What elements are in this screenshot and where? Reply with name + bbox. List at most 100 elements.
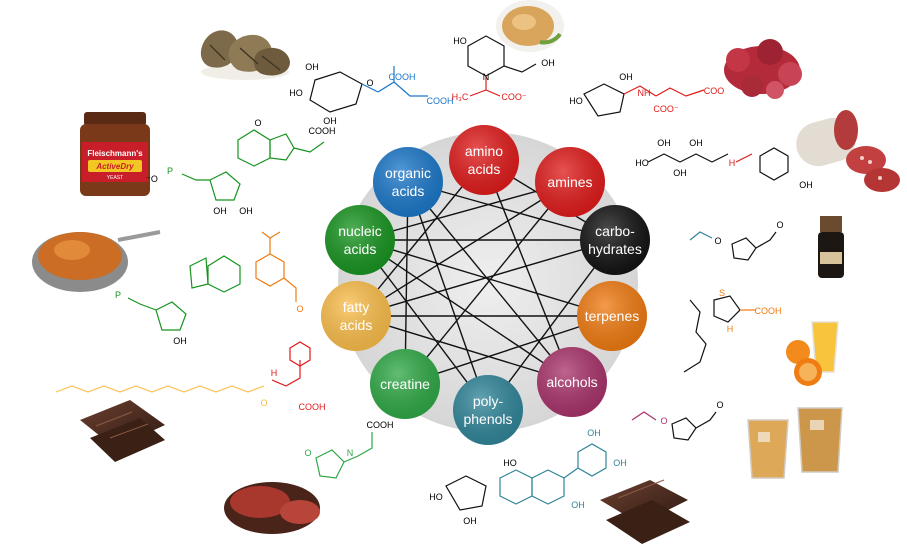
orange-juice-icon [786, 321, 839, 386]
yeast-jar-icon: Fleischmann's ActiveDry YEAST [80, 112, 150, 196]
node-label-organic: acids [392, 183, 425, 199]
edge-polyphenols-organic [407, 181, 489, 411]
structure-glucosyl-malate [309, 66, 428, 113]
node-label-terpenes: terpenes [585, 308, 639, 324]
node-label-fatty: fatty [343, 299, 369, 315]
structure-gluconyl-tyramine [647, 147, 789, 181]
chem-label: H [729, 158, 736, 168]
chem-label: P [115, 290, 121, 300]
structure-furan-acetate [689, 231, 777, 261]
edge-nucleic-alcohols [359, 239, 573, 383]
node-polyphenols: poly-phenols [453, 375, 523, 445]
grilled-steak-icon [224, 482, 320, 534]
chem-label: HO [453, 36, 467, 46]
chem-label: OH [799, 180, 813, 190]
edge-amino-alcohols [483, 159, 573, 383]
chem-label: O [254, 118, 261, 128]
chem-label: HO [635, 158, 649, 168]
chem-label: H₃C [452, 92, 469, 102]
chem-label: COOH [309, 126, 336, 136]
chem-label: OH [463, 516, 477, 526]
node-label-alcohols: alcohols [546, 374, 597, 390]
structure-guanosine-monophosphate [181, 129, 325, 201]
morel-mushroom-icon [200, 30, 290, 80]
chem-label: O [776, 220, 783, 230]
node-label-carbo: hydrates [588, 241, 642, 257]
chem-label: COO⁻ [653, 104, 679, 114]
chem-label: OH [305, 62, 319, 72]
node-shade-amino [449, 125, 519, 195]
node-shade-fatty [321, 281, 391, 351]
structure-terpene-aldehyde [255, 231, 297, 302]
edge-amines-creatine [404, 181, 571, 385]
curry-pan-icon [32, 230, 161, 292]
chem-label: O [716, 400, 723, 410]
edge-carbo-polyphenols [487, 239, 616, 411]
cured-meat-icon [724, 39, 802, 99]
chem-label: HO [289, 88, 303, 98]
chem-label: OH [587, 428, 601, 438]
node-shade-nucleic [325, 205, 395, 275]
chem-label: N [347, 448, 354, 458]
chem-label: O [660, 416, 667, 426]
chem-label: COO [704, 86, 725, 96]
edge-polyphenols-nucleic [359, 239, 489, 411]
chem-label: OH [689, 138, 703, 148]
chem-label: HO [569, 96, 583, 106]
chem-label: OH [541, 58, 555, 68]
chem-label: OH [657, 138, 671, 148]
chem-label: H [727, 324, 734, 334]
yeast-product-label: ActiveDry [95, 162, 134, 171]
structure-thiazolidine [683, 295, 756, 373]
whisky-glasses-icon [747, 407, 843, 479]
chem-label: OH [173, 336, 187, 346]
chem-label: OH [613, 458, 627, 468]
node-label-creatine: creatine [380, 376, 430, 392]
structure-catechin-glycoside [445, 443, 607, 511]
node-label-nucleic: acids [344, 241, 377, 257]
node-label-organic: organic [385, 165, 431, 181]
structure-pyridinium [467, 35, 537, 97]
chocolate-pieces-icon [600, 479, 690, 544]
node-label-polyphenols: poly- [473, 393, 504, 409]
balsamic-bottle-icon [818, 216, 844, 278]
chem-label: HO [429, 492, 443, 502]
structure-nucleotide-terpene [127, 255, 241, 331]
node-label-nucleic: nucleic [338, 223, 382, 239]
edge-organic-alcohols [407, 181, 573, 383]
network-nodes: aminoacidsaminescarbo-hydratesterpenesal… [321, 125, 650, 445]
chem-label: OH [673, 168, 687, 178]
edge-organic-carbo [407, 181, 616, 241]
node-label-amines: amines [547, 174, 592, 190]
chem-label: P [167, 166, 173, 176]
chem-label: HO [503, 458, 517, 468]
chem-label: OH [571, 500, 585, 510]
structure-phenylalanine-head [271, 341, 311, 387]
node-creatine: creatine [370, 349, 440, 419]
node-shade-alcohols [537, 347, 607, 417]
chem-label: N [483, 72, 490, 82]
node-shade-amines [535, 147, 605, 217]
chem-label: COO⁻ [501, 92, 527, 102]
node-amines: amines [535, 147, 605, 217]
node-shade-creatine [370, 349, 440, 419]
chem-label: OH [619, 72, 633, 82]
chem-label: COOH [367, 420, 394, 430]
node-alcohols: alcohols [537, 347, 607, 417]
structure-ethoxymethylfurfural [631, 411, 717, 441]
chem-label: O [366, 78, 373, 88]
salami-icon [796, 110, 900, 192]
structure-creatinine-alanine [315, 432, 373, 479]
broth-bowl-icon [496, 0, 564, 52]
chem-label: COOH [299, 402, 326, 412]
chem-label: O [714, 236, 721, 246]
chem-label: O [296, 304, 303, 314]
edge-amines-nucleic [359, 181, 571, 241]
edge-fatty-amines [355, 181, 571, 317]
chem-label: O [260, 398, 267, 408]
chem-label: OH [323, 116, 337, 126]
chem-label: COOH [427, 96, 454, 106]
